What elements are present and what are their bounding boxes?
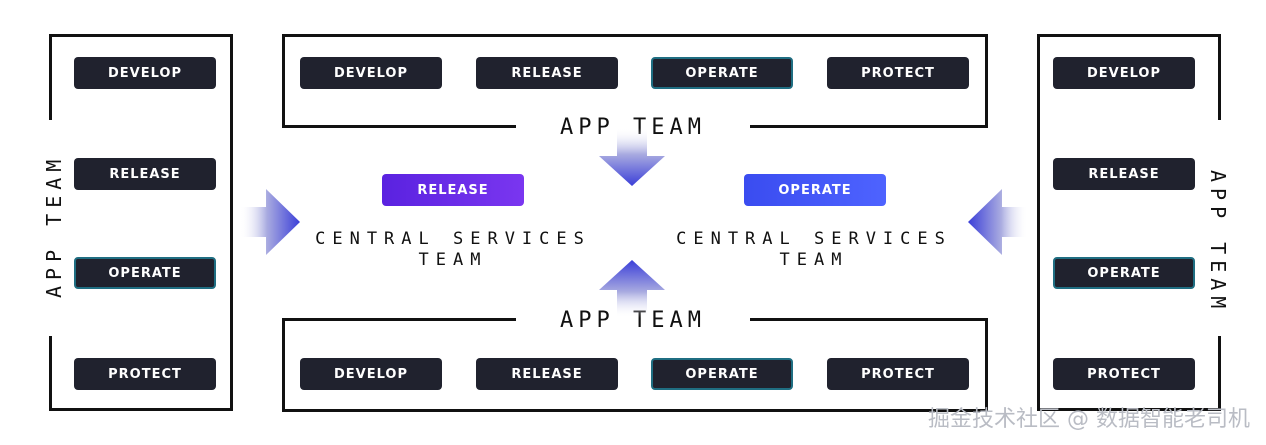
central-services-team-right: CENTRAL SERVICES TEAM	[661, 229, 967, 271]
bottom-protect-button[interactable]: PROTECT	[827, 358, 969, 390]
top-operate-button[interactable]: OPERATE	[651, 57, 793, 89]
left-app-team-box	[49, 34, 233, 411]
central-services-line1: CENTRAL SERVICES	[676, 229, 952, 249]
right-app-team-title: APP TEAM	[1196, 170, 1240, 314]
top-protect-button[interactable]: PROTECT	[827, 57, 969, 89]
bottom-develop-button[interactable]: DEVELOP	[300, 358, 442, 390]
left-app-team-title: APP TEAM	[32, 154, 76, 298]
central-services-line1: CENTRAL SERVICES	[315, 229, 591, 249]
right-app-team-box	[1037, 34, 1221, 411]
arrow-left-icon	[968, 189, 1028, 255]
top-develop-button[interactable]: DEVELOP	[300, 57, 442, 89]
central-operate-button[interactable]: OPERATE	[744, 174, 886, 206]
bottom-operate-button[interactable]: OPERATE	[651, 358, 793, 390]
left-operate-button[interactable]: OPERATE	[74, 257, 216, 289]
arrow-down-icon	[599, 128, 665, 186]
central-services-line2: TEAM	[418, 250, 488, 270]
central-services-team-left: CENTRAL SERVICES TEAM	[300, 229, 606, 271]
watermark: 掘金技术社区 @ 数据智能老司机	[928, 407, 1250, 432]
left-develop-button[interactable]: DEVELOP	[74, 57, 216, 89]
central-release-button[interactable]: RELEASE	[382, 174, 524, 206]
right-protect-button[interactable]: PROTECT	[1053, 358, 1195, 390]
bottom-release-button[interactable]: RELEASE	[476, 358, 618, 390]
arrow-right-icon	[240, 189, 300, 255]
right-operate-button[interactable]: OPERATE	[1053, 257, 1195, 289]
central-services-line2: TEAM	[779, 250, 849, 270]
right-develop-button[interactable]: DEVELOP	[1053, 57, 1195, 89]
left-protect-button[interactable]: PROTECT	[74, 358, 216, 390]
right-release-button[interactable]: RELEASE	[1053, 158, 1195, 190]
top-release-button[interactable]: RELEASE	[476, 57, 618, 89]
left-release-button[interactable]: RELEASE	[74, 158, 216, 190]
arrow-up-icon	[599, 260, 665, 318]
